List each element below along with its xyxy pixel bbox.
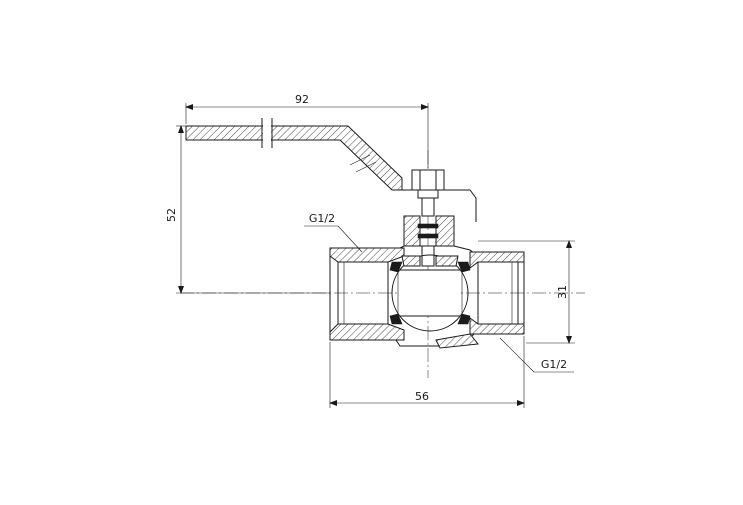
dim-label-31: 31 [556, 285, 569, 299]
ball-and-seats [389, 254, 471, 332]
dim-label-56: 56 [415, 390, 429, 403]
dim-56 [329, 336, 525, 408]
thread-leader-right [499, 337, 574, 373]
stem-nut [403, 169, 455, 267]
valve-body [329, 245, 525, 349]
lever-handle [185, 118, 477, 222]
dim-92 [185, 103, 429, 168]
dim-31 [478, 240, 575, 344]
thread-label-right: G1/2 [541, 358, 567, 371]
dim-label-92: 92 [295, 93, 309, 106]
thread-leader-left [304, 225, 363, 253]
thread-label-left: G1/2 [309, 212, 335, 225]
dim-52 [176, 125, 330, 294]
dim-label-52: 52 [165, 208, 178, 222]
